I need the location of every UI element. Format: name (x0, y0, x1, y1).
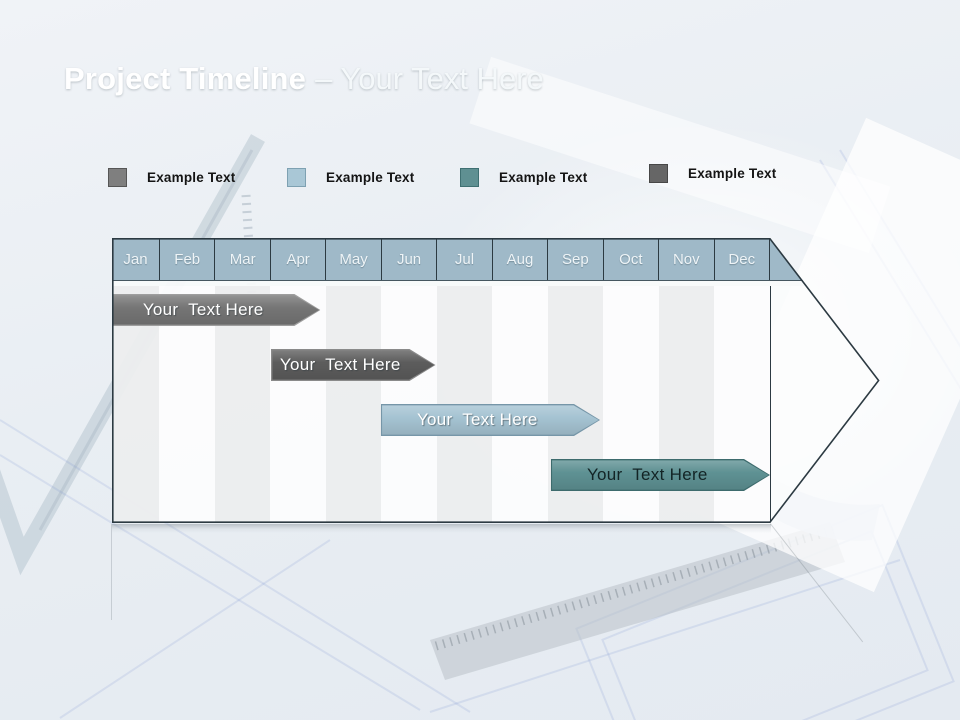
legend-label: Example Text (147, 170, 236, 185)
legend-swatch-gray-icon (108, 168, 127, 187)
month-cell: Nov (658, 238, 713, 280)
timeline-bar-3[interactable]: Your Text Here (381, 404, 600, 436)
month-label: Feb (174, 250, 201, 268)
month-label: Sep (562, 250, 589, 268)
title-subtitle: – Your Text Here (315, 61, 544, 96)
column-stripe (325, 286, 382, 523)
month-cell: Jul (436, 238, 491, 280)
legend-label: Example Text (499, 170, 588, 185)
legend-item-4[interactable]: Example Text (649, 164, 776, 183)
month-label: May (339, 250, 368, 268)
month-label: Jun (396, 250, 422, 268)
legend-item-2[interactable]: Example Text (287, 168, 414, 187)
month-label: Jan (123, 250, 148, 268)
timeline-bar-2[interactable]: Your Text Here (271, 349, 436, 381)
timeline-bar-1[interactable]: Your Text Here (112, 294, 320, 326)
month-cell: Oct (602, 238, 658, 280)
bar-label: Your Text Here (279, 355, 401, 374)
timeline-bar-4[interactable]: Your Text Here (551, 459, 770, 491)
bar-label: Your Text Here (586, 465, 708, 484)
bar-label: Your Text Here (416, 410, 538, 429)
month-cell: Mar (214, 238, 269, 280)
legend-swatch-darkgray-icon (649, 164, 668, 183)
table-reflection-diagonal (770, 523, 864, 643)
table-reflection (112, 524, 771, 533)
month-label: Apr (286, 250, 310, 268)
month-label: Aug (506, 250, 534, 268)
timeline-arrow-body: Jan Feb Mar Apr May Jun Jul Aug Sep Oct … (112, 238, 880, 523)
month-header-row: Jan Feb Mar Apr May Jun Jul Aug Sep Oct … (112, 238, 880, 281)
legend-item-1[interactable]: Example Text (108, 168, 235, 187)
month-cell: Apr (269, 238, 325, 280)
month-label: Jul (454, 250, 475, 268)
month-cell: Aug (491, 238, 547, 280)
slide-title[interactable]: Project Timeline– Your Text Here (64, 60, 544, 98)
month-label: Mar (229, 250, 256, 268)
legend-label: Example Text (326, 170, 415, 185)
legend-label: Example Text (688, 166, 777, 181)
month-cell: May (325, 238, 380, 280)
title-main: Project Timeline (64, 61, 307, 96)
month-header-extension (768, 238, 880, 280)
table-reflection-edge (111, 524, 112, 620)
month-cell: Dec (713, 238, 769, 280)
legend-swatch-teal-icon (460, 168, 479, 187)
legend-swatch-lightblue-icon (287, 168, 306, 187)
month-cell: Jan (112, 238, 159, 280)
month-label: Nov (672, 250, 700, 268)
bar-label: Your Text Here (142, 300, 264, 319)
month-cell: Jun (380, 238, 436, 280)
legend: Example Text Example Text Example Text E… (0, 0, 960, 187)
month-label: Oct (619, 250, 643, 268)
month-cell: Feb (159, 238, 214, 280)
timeline-chart[interactable]: Jan Feb Mar Apr May Jun Jul Aug Sep Oct … (112, 238, 880, 523)
arrow-tip-area (770, 286, 880, 523)
month-label: Dec (728, 250, 756, 268)
month-cell: Sep (547, 238, 602, 280)
legend-item-3[interactable]: Example Text (460, 168, 587, 187)
